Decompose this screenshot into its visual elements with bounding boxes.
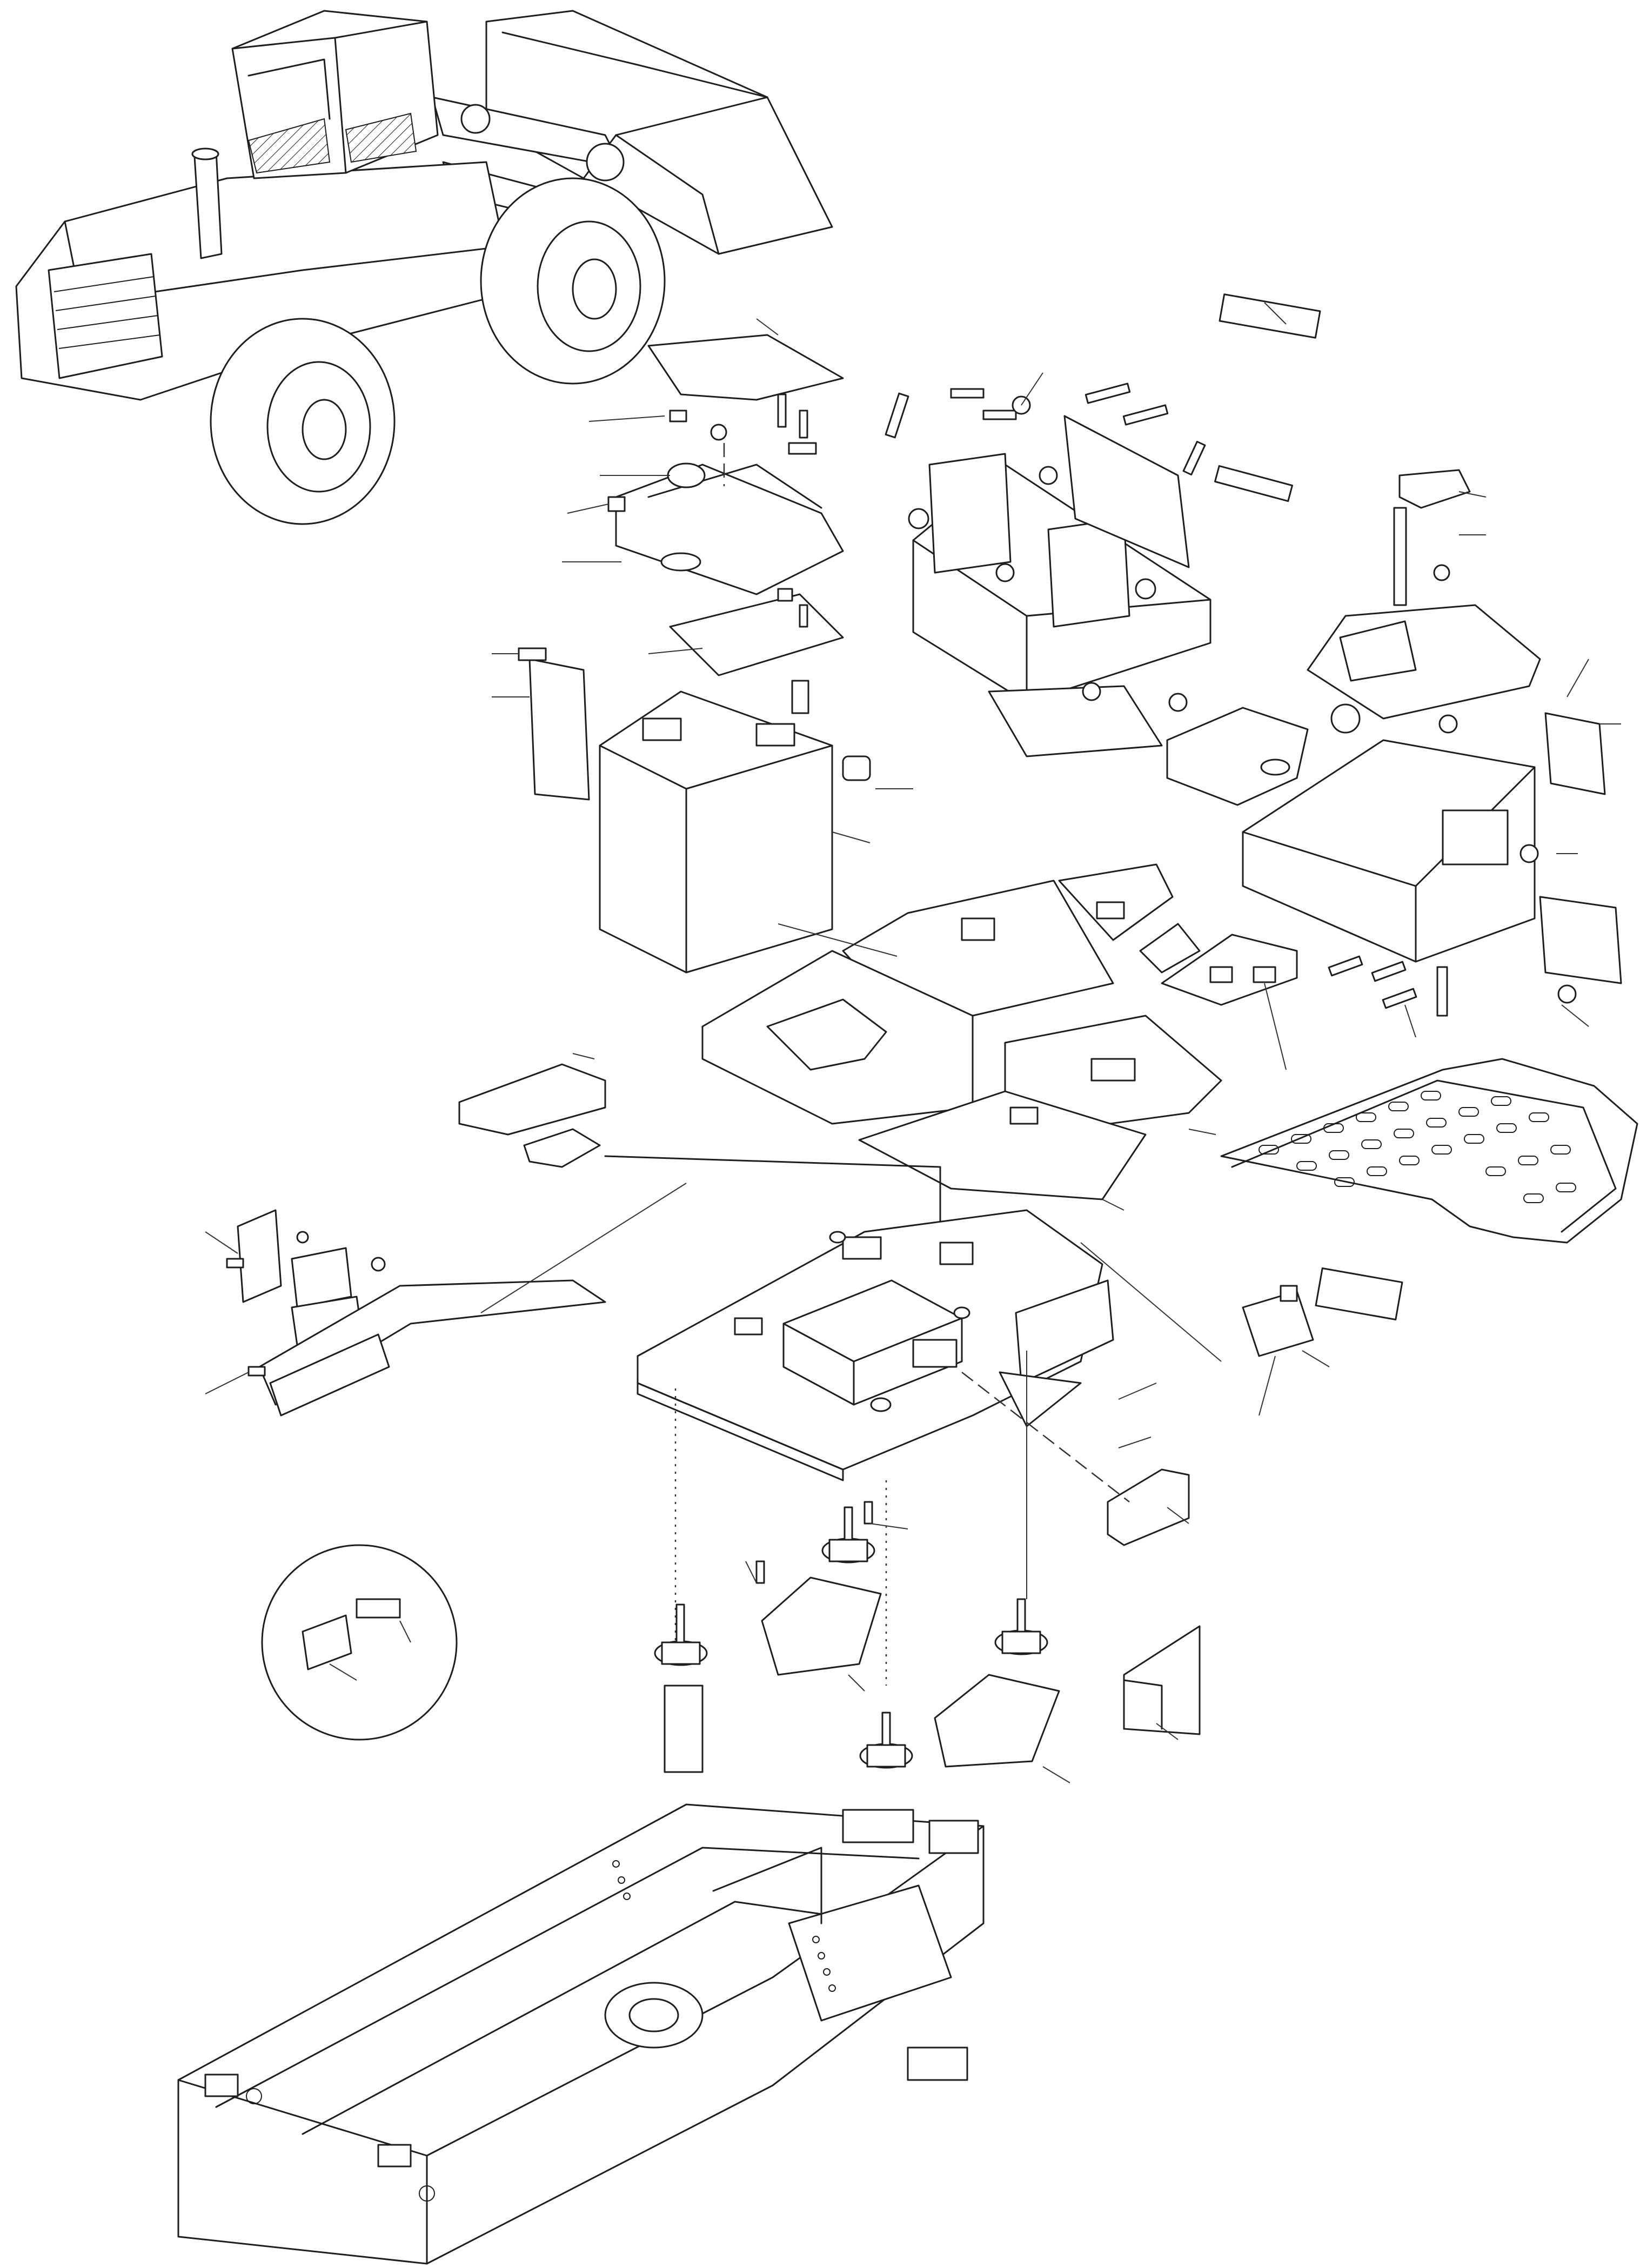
small-block: [1280, 1285, 1298, 1302]
mount-bracket: [761, 1576, 882, 1676]
mount: [654, 1603, 708, 1666]
information-sheet: [1123, 1625, 1201, 1735]
cap-plug: [842, 755, 871, 781]
frame-bolt-holes: [612, 1860, 836, 1992]
label-plate: [1315, 1267, 1403, 1320]
leader-line: [480, 1183, 687, 1313]
detail-view-circle: [261, 1544, 458, 1741]
grating-slots: [1259, 1091, 1576, 1203]
mount: [994, 1598, 1048, 1655]
switch-panel: [1242, 1290, 1314, 1357]
left-side-bracket-assembly: [226, 1209, 606, 1417]
callout-leaders: [205, 302, 1621, 1783]
floor-mat-set: [701, 863, 1298, 1200]
cover-block: [1107, 1468, 1190, 1546]
rear-frame: [177, 1803, 985, 2265]
front-wheel: [480, 177, 666, 385]
battery: [599, 690, 833, 974]
floor-grating: [1220, 1058, 1638, 1244]
foam-pad-small: [523, 1128, 601, 1168]
rubber-mounts: [654, 1501, 1048, 1769]
mount: [859, 1712, 913, 1769]
leader-line: [1080, 1242, 1222, 1362]
bolt-head: [518, 647, 547, 661]
mount: [821, 1506, 875, 1564]
radiator-grille: [48, 253, 163, 379]
mount-pedestal: [664, 1685, 704, 1773]
battery-bracket-plate: [528, 658, 590, 801]
rear-wheel: [210, 318, 396, 525]
foam-pad: [458, 1063, 606, 1136]
bolt-head: [791, 680, 809, 714]
mount-bracket: [934, 1674, 1060, 1768]
alignment-line: [961, 1372, 1130, 1502]
leader-line: [778, 923, 898, 957]
right-console-assembly: [1242, 469, 1622, 1017]
plate-hole: [1260, 759, 1290, 776]
cab-floor-plate: [637, 1209, 1114, 1481]
operator-cab: [231, 10, 439, 179]
wheel-loader-overview: [15, 10, 833, 525]
small-cover-plate: [1166, 707, 1309, 806]
battery-cover-assembly: [607, 334, 844, 676]
sheet-fold: [1123, 1679, 1163, 1730]
console-box-assembly: [885, 293, 1321, 757]
